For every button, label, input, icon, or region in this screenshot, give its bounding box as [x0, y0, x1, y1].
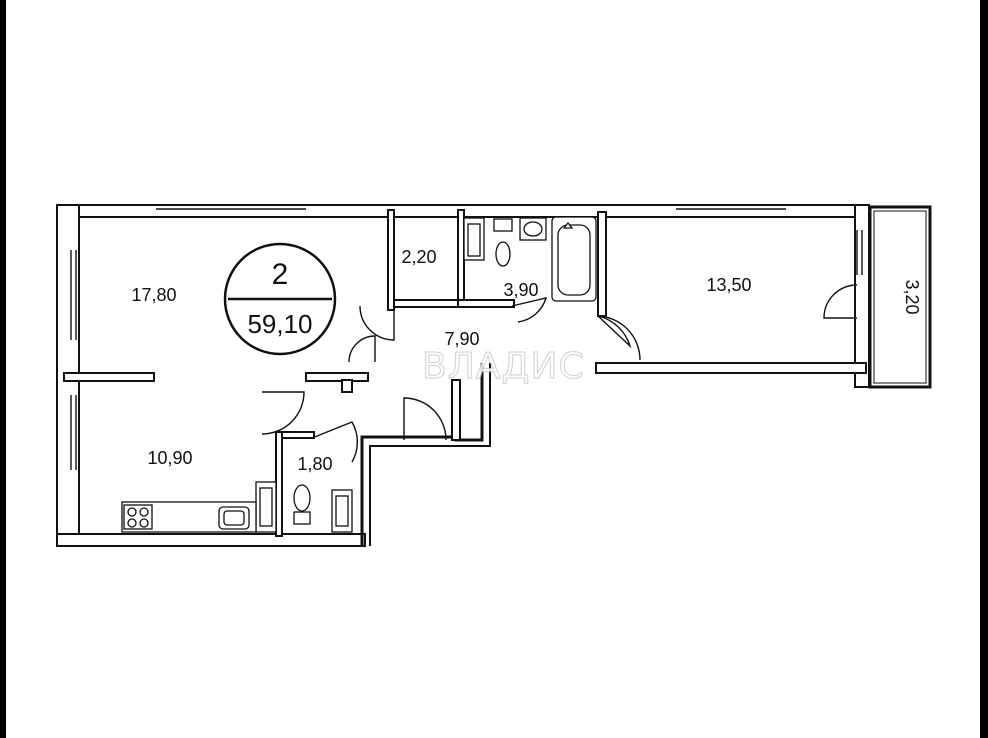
area-badge: 2 59,10: [223, 242, 337, 356]
storage-left-wall: [387, 209, 395, 311]
windows: [70, 208, 863, 470]
burner: [139, 518, 149, 528]
burner: [127, 507, 137, 517]
living-kitchen-wall-2: [305, 372, 369, 382]
washing-machine-inner: [467, 223, 481, 257]
kitchen-sink-bowl: [223, 510, 245, 526]
living-kitchen-wall: [63, 372, 155, 382]
living-room-area: 17,80: [131, 285, 176, 305]
toilet-fixtures: [255, 481, 353, 533]
interior-walls: [63, 209, 607, 537]
room-count: 2: [272, 258, 289, 291]
storage-area: 2,20: [401, 247, 436, 267]
kitchen-area: 10,90: [147, 448, 192, 468]
bedroom-bottom-wall: [595, 362, 867, 374]
kitchen-counter: [121, 501, 257, 533]
watermark: ВЛАДИС: [422, 346, 585, 387]
balcony-door: [823, 284, 858, 319]
entry-door: [403, 397, 447, 441]
toilet-bowl-2: [293, 484, 311, 512]
balcony: [868, 205, 932, 389]
balcony-area: 3,20: [902, 279, 922, 314]
floor-plan-frame: 2 59,10 ВЛАДИС 17,80 2,20 3,90 13,50 7,9…: [6, 0, 980, 738]
balcony-inner: [873, 210, 927, 384]
toilet-bowl: [495, 241, 511, 267]
toilet-tank-2: [293, 511, 311, 525]
room-labels: 17,80 2,20 3,90 13,50 7,90 10,90 1,80 3,…: [131, 247, 922, 474]
toilet-left-wall: [275, 431, 283, 537]
bottom-wall: [56, 533, 366, 547]
toilet-door: [311, 421, 359, 463]
toilet-sink-inner: [335, 495, 349, 527]
bathroom-fixtures: [463, 216, 597, 302]
balcony-outline: [868, 205, 932, 389]
toilet-tank: [493, 218, 513, 232]
storage-bottom-wall: [393, 299, 459, 308]
bath-bottom-wall: [457, 299, 515, 308]
bedroom-area: 13,50: [706, 275, 751, 295]
toilet-top-wall: [281, 431, 315, 439]
bath-door: [511, 297, 548, 323]
tap: [562, 221, 574, 229]
hall-stub: [341, 379, 353, 393]
doors: [261, 284, 858, 463]
bathroom-area: 3,90: [503, 280, 538, 300]
living-door: [348, 335, 376, 363]
bedroom-door: [597, 315, 632, 349]
burner: [127, 518, 137, 528]
burner: [139, 507, 149, 517]
bathtub-inner: [557, 224, 591, 296]
sink-bowl: [523, 221, 543, 237]
hall-right-wall: [451, 379, 461, 441]
toilet-area: 1,80: [297, 454, 332, 474]
storage-right-wall: [457, 209, 465, 307]
kitchen-door: [261, 391, 305, 435]
storage-door: [359, 305, 395, 341]
floor-plan: 2 59,10 ВЛАДИС 17,80 2,20 3,90 13,50 7,9…: [56, 204, 932, 547]
kitchen-appliance-inner: [259, 487, 273, 527]
total-area: 59,10: [247, 309, 312, 339]
hallway-area: 7,90: [444, 329, 479, 349]
bedroom-door-arc: [597, 315, 641, 361]
bedroom-left-wall: [597, 211, 607, 317]
